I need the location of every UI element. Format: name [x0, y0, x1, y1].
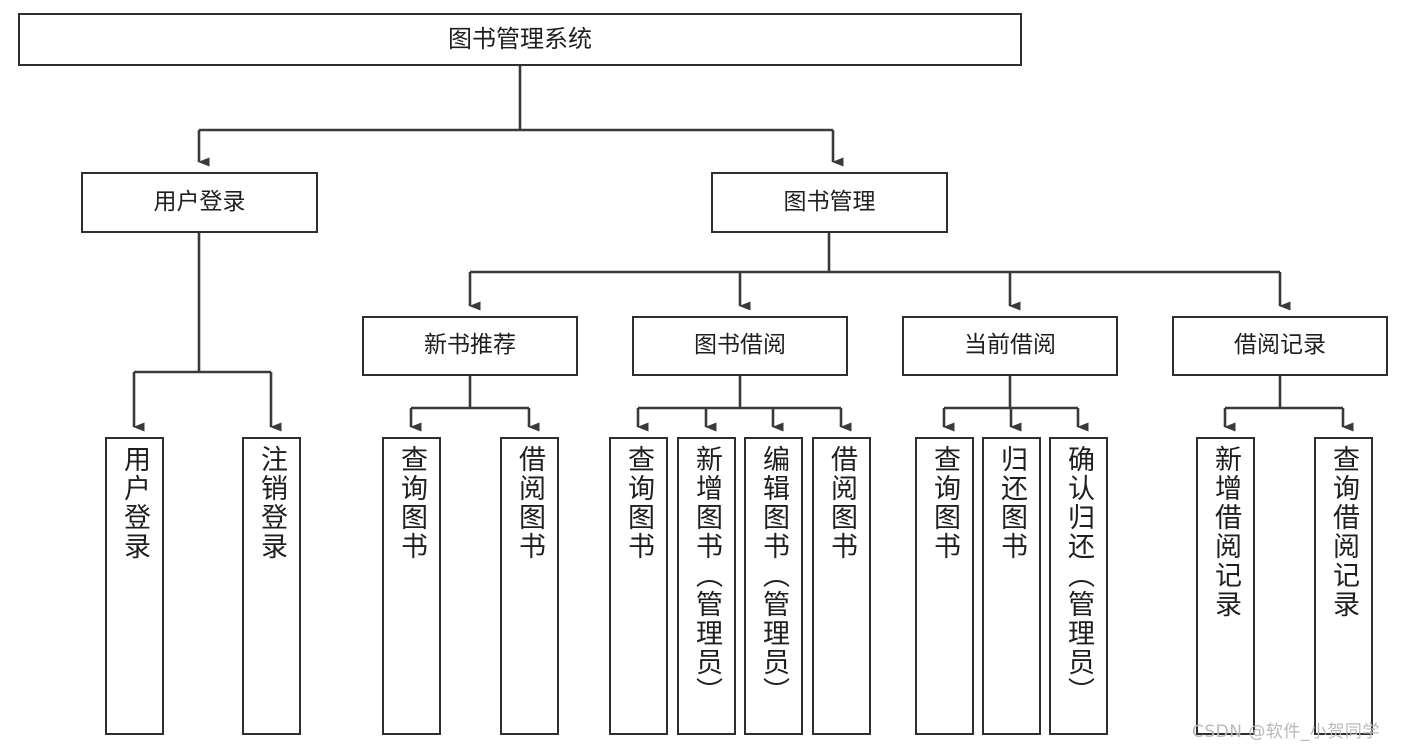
- leaf-confirm-return-label: 确认归还（管理员）: [1063, 445, 1094, 706]
- node-root[interactable]: 图书管理系统: [18, 13, 1022, 66]
- leaf-query-book-2-label: 查询图书: [623, 445, 654, 561]
- node-book-manage-label: 图书管理: [783, 188, 876, 215]
- leaf-return-book[interactable]: 归还图书: [982, 437, 1041, 735]
- node-book-borrow[interactable]: 图书借阅: [632, 316, 848, 376]
- leaf-query-book-3-label: 查询图书: [929, 445, 960, 561]
- leaf-add-record[interactable]: 新增借阅记录: [1196, 437, 1255, 735]
- leaf-user-login[interactable]: 用户登录: [105, 437, 164, 735]
- leaf-borrow-book-1[interactable]: 借阅图书: [500, 437, 559, 735]
- node-current-borrow-label: 当前借阅: [964, 332, 1056, 359]
- leaf-user-login-label: 用户登录: [119, 445, 150, 561]
- leaf-logout-label: 注销登录: [256, 445, 287, 561]
- leaf-query-book-2[interactable]: 查询图书: [609, 437, 668, 735]
- node-borrow-record[interactable]: 借阅记录: [1172, 316, 1388, 376]
- leaf-query-record[interactable]: 查询借阅记录: [1314, 437, 1373, 735]
- node-book-manage[interactable]: 图书管理: [711, 172, 948, 233]
- node-user-login[interactable]: 用户登录: [81, 172, 318, 233]
- leaf-borrow-book-2[interactable]: 借阅图书: [812, 437, 871, 735]
- node-book-borrow-label: 图书借阅: [694, 332, 786, 359]
- node-root-label: 图书管理系统: [448, 25, 592, 54]
- leaf-add-record-label: 新增借阅记录: [1210, 445, 1241, 619]
- node-current-borrow[interactable]: 当前借阅: [902, 316, 1118, 376]
- leaf-query-book-1[interactable]: 查询图书: [382, 437, 441, 735]
- node-user-login-label: 用户登录: [153, 188, 246, 215]
- node-borrow-record-label: 借阅记录: [1234, 332, 1326, 359]
- leaf-query-book-3[interactable]: 查询图书: [915, 437, 974, 735]
- leaf-confirm-return[interactable]: 确认归还（管理员）: [1049, 437, 1108, 735]
- leaf-edit-book-label: 编辑图书（管理员）: [758, 445, 789, 706]
- leaf-edit-book[interactable]: 编辑图书（管理员）: [744, 437, 803, 735]
- node-new-book-recommend[interactable]: 新书推荐: [362, 316, 578, 376]
- leaf-add-book[interactable]: 新增图书（管理员）: [677, 437, 736, 735]
- leaf-query-book-1-label: 查询图书: [396, 445, 427, 561]
- leaf-add-book-label: 新增图书（管理员）: [691, 445, 722, 706]
- leaf-query-record-label: 查询借阅记录: [1328, 445, 1359, 619]
- leaf-return-book-label: 归还图书: [996, 445, 1027, 561]
- leaf-logout[interactable]: 注销登录: [242, 437, 301, 735]
- leaf-borrow-book-2-label: 借阅图书: [826, 445, 857, 561]
- leaf-borrow-book-1-label: 借阅图书: [514, 445, 545, 561]
- node-new-book-recommend-label: 新书推荐: [424, 332, 516, 359]
